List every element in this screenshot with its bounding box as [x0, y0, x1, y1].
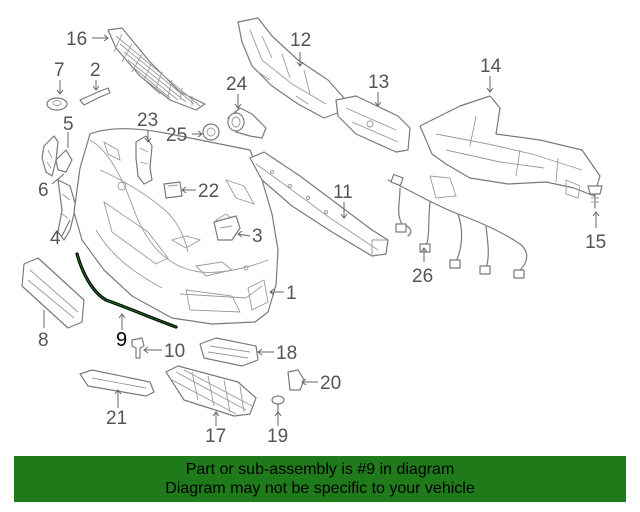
callout-16: 16 — [66, 29, 87, 50]
callout-6: 6 — [38, 180, 49, 201]
part-23-bracket — [135, 135, 153, 185]
leader-lines — [43, 34, 600, 426]
part-15-bolt — [587, 185, 603, 209]
callout-7: 7 — [54, 60, 65, 81]
callout-17: 17 — [205, 426, 226, 447]
callout-5: 5 — [63, 114, 74, 135]
callout-1: 1 — [286, 283, 297, 304]
part-7-clip — [46, 97, 68, 111]
part-19-screw — [271, 395, 285, 413]
callout-22: 22 — [198, 181, 219, 202]
callout-13: 13 — [368, 72, 389, 93]
part-4-guide — [57, 179, 77, 241]
part-1-bumper-cover — [73, 128, 279, 325]
callout-24: 24 — [226, 74, 248, 95]
part-6-clip — [55, 149, 73, 173]
part-20-clip — [287, 369, 305, 391]
part-9-trim-strip-highlighted — [75, 252, 178, 329]
part-21-trim-strip — [79, 369, 155, 397]
callout-26: 26 — [412, 266, 433, 287]
callout-4: 4 — [50, 228, 61, 249]
callout-labels: 16 7 2 5 6 4 8 9 10 18 20 21 17 19 1 3 2… — [38, 29, 606, 447]
part-11-impact-bar — [249, 151, 389, 257]
callout-25: 25 — [166, 125, 187, 146]
part-16-upper-grille — [107, 27, 206, 111]
part-24-parking-sensor — [227, 107, 267, 139]
callout-20: 20 — [320, 373, 341, 394]
part-17-lower-grille — [165, 365, 257, 417]
info-banner: Part or sub-assembly is #9 in diagram Di… — [14, 456, 626, 502]
part-2-bracket — [79, 87, 111, 106]
part-13-bracket — [335, 95, 411, 153]
part-25-grommet — [202, 123, 220, 141]
callout-8: 8 — [38, 330, 49, 351]
part-8-license-bracket — [21, 257, 85, 329]
part-18-grille-insert — [199, 337, 259, 367]
callout-10: 10 — [164, 341, 185, 362]
callout-18: 18 — [276, 343, 297, 364]
callout-23: 23 — [137, 110, 158, 131]
callout-21: 21 — [106, 408, 127, 429]
part-26-wiring-harness — [387, 173, 528, 279]
part-5-bracket — [41, 135, 59, 177]
callout-12: 12 — [290, 30, 311, 51]
part-10-clip — [131, 337, 145, 359]
banner-line-disclaimer: Diagram may not be specific to your vehi… — [165, 480, 475, 497]
callout-3: 3 — [252, 226, 263, 247]
banner-line-part: Part or sub-assembly is #9 in diagram — [185, 461, 455, 478]
part-14-mounting-frame — [419, 95, 601, 199]
callout-9: 9 — [116, 329, 127, 351]
callout-11: 11 — [333, 182, 353, 203]
callout-15: 15 — [585, 232, 606, 253]
callout-19: 19 — [267, 426, 288, 447]
part-3-bracket — [213, 215, 241, 241]
callout-2: 2 — [90, 60, 101, 81]
part-22-block — [163, 181, 183, 199]
callout-14: 14 — [480, 56, 502, 77]
